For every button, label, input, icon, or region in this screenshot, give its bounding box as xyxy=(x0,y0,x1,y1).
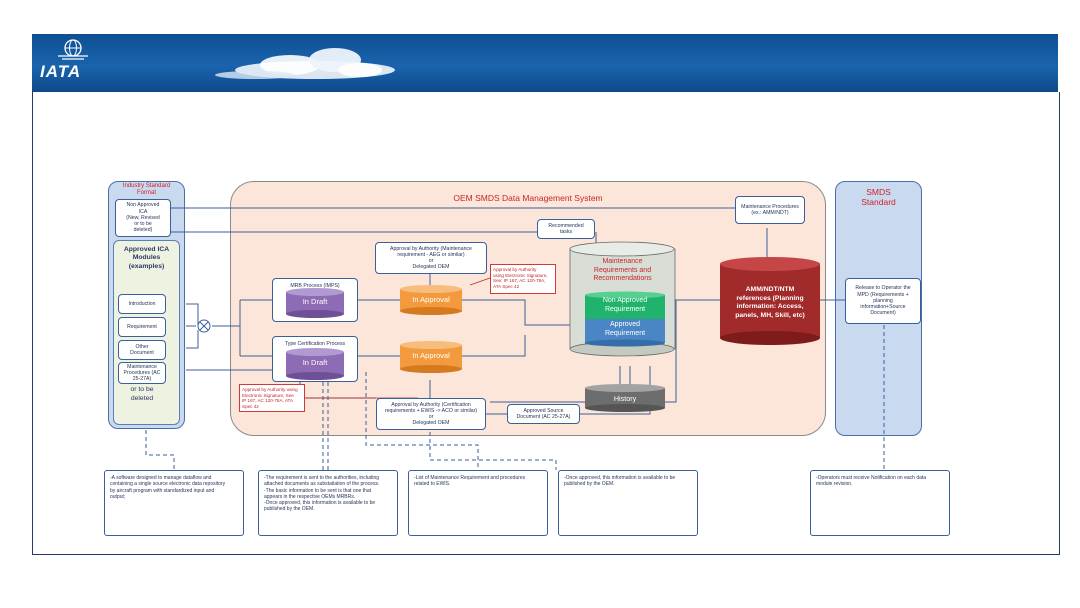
electronic-signature-note-top: Approval by Authority using Electronic S… xyxy=(490,264,556,294)
module-other-document: Other Document xyxy=(118,340,166,360)
note-operators: -Operators must receive Notification on … xyxy=(810,470,950,536)
electronic-signature-note-bottom: Approval by Authority using Electronic S… xyxy=(239,384,305,412)
in-draft-cylinder-2-icon xyxy=(286,348,344,380)
smds-standard-title: SMDS Standard xyxy=(861,187,896,207)
repository-title: Maintenance Requirements and Recommendat… xyxy=(593,258,652,283)
note-ewis: -List of Maintenance Requirement and pro… xyxy=(408,470,548,536)
or-to-be-deleted-label: or to be deleted xyxy=(130,386,154,402)
release-to-operator-box: Release to Operator the MPD (Requirement… xyxy=(845,278,921,324)
non-approved-cylinder-icon xyxy=(585,291,665,319)
oem-smds-title: OEM SMDS Data Management System xyxy=(453,193,603,203)
approval-top-box: Approval by Authority (Maintenance requi… xyxy=(375,242,487,274)
approved-requirement-label: Approved Requirement xyxy=(604,321,646,337)
approved-cylinder-icon xyxy=(585,319,665,347)
non-approved-ica-box: Non Approved ICA (New, Revised or to be … xyxy=(115,199,171,237)
slide-frame xyxy=(32,92,1060,555)
iata-logo: IATA xyxy=(40,62,82,81)
recommended-tasks-box: Recommended tasks xyxy=(537,219,595,239)
cloud-graphic xyxy=(215,48,395,79)
non-approved-requirement-label: Non Approved Requirement xyxy=(602,297,648,313)
globe-icon xyxy=(58,39,88,60)
note-software: -A software designed to manage dataflow … xyxy=(104,470,244,536)
module-introduction: Introduction xyxy=(118,294,166,314)
approved-ica-title: Approved ICA Modules (examples) xyxy=(123,246,170,270)
in-approval-cylinder-1-icon xyxy=(400,285,462,315)
in-approval-label-1: In Approval xyxy=(412,295,450,304)
in-draft-label-1: In Draft xyxy=(302,297,328,306)
note-requirement-sent: -The requirement is sent to the authorit… xyxy=(258,470,398,536)
approved-source-box: Approved Source Document (AC 25-27A) xyxy=(507,404,580,424)
amm-cylinder-icon xyxy=(720,257,820,345)
in-draft-label-2: In Draft xyxy=(302,358,328,367)
history-label: History xyxy=(613,394,637,403)
header-banner xyxy=(32,34,1058,92)
industry-standard-title: Industry Standard Format xyxy=(122,183,171,196)
module-requirement: Requirement xyxy=(118,317,166,337)
maintenance-procedures-box: Maintenance Procedures (ex.: AMM/NDT) xyxy=(735,196,805,224)
amm-references-label: AMM/NDT/NTM references (Planning informa… xyxy=(735,286,805,319)
note-once-approved: -Once approved, this information is avai… xyxy=(558,470,698,536)
history-cylinder-icon xyxy=(585,384,665,412)
in-approval-cylinder-2-icon xyxy=(400,341,462,373)
in-draft-cylinder-1-icon xyxy=(286,288,344,318)
approval-bottom-box: Approval by Authority (Certification req… xyxy=(376,398,486,430)
in-approval-label-2: In Approval xyxy=(412,351,450,360)
module-maintenance-procedures: Maintenance Procedures (AC 25-27A) xyxy=(118,362,166,384)
